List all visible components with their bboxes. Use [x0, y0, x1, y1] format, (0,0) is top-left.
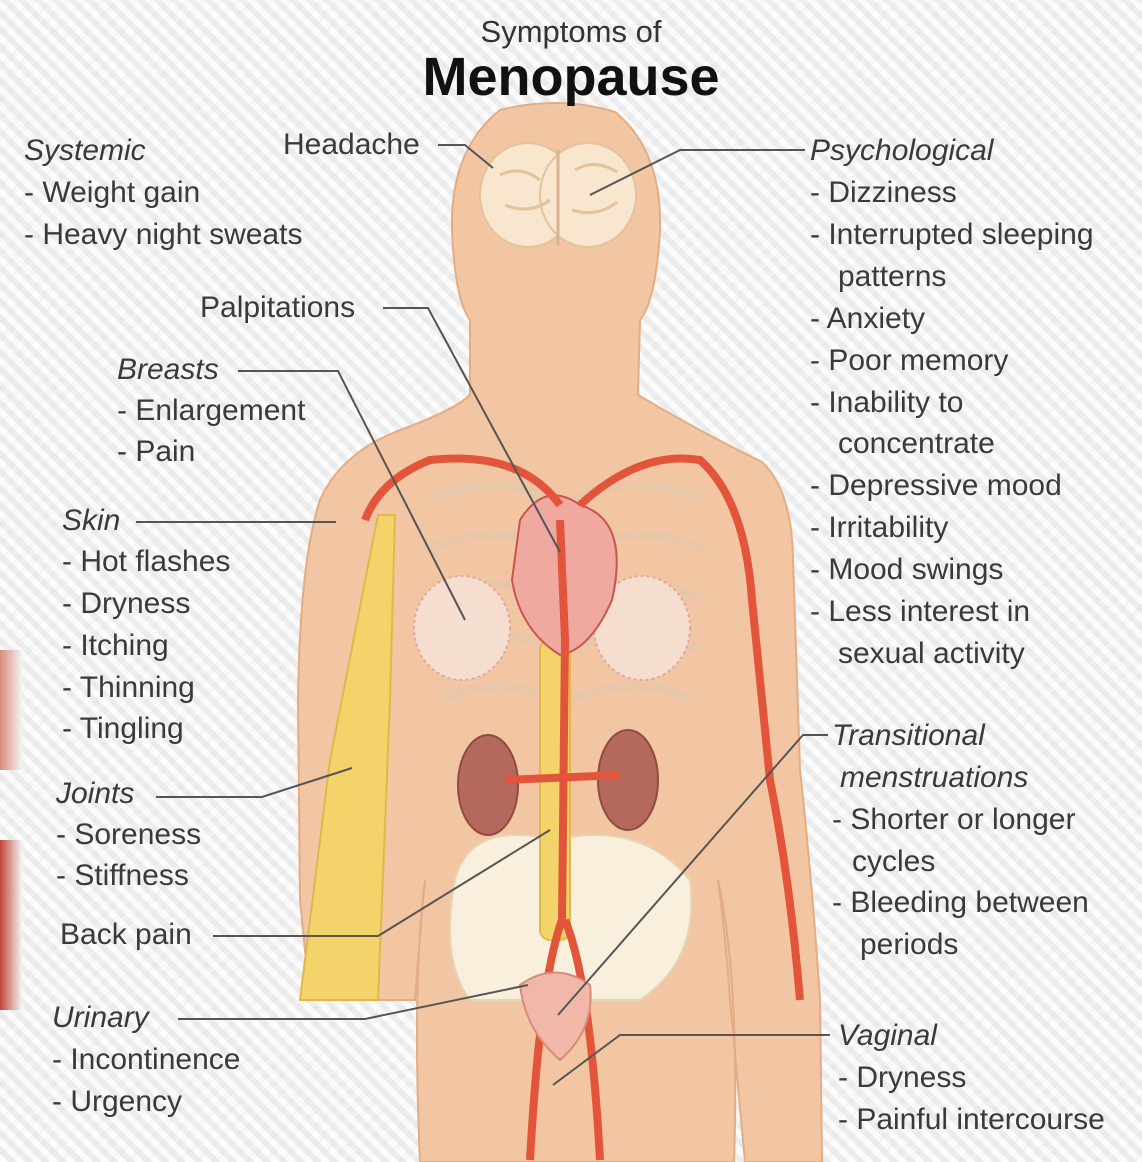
item-psychological: patterns — [838, 260, 946, 294]
brain — [480, 143, 636, 247]
item-psychological: - Inability to — [810, 386, 963, 420]
item-psychological: - Less interest in — [810, 595, 1030, 629]
item-psychological: - Irritability — [810, 511, 948, 545]
item-skin: - Tingling — [62, 712, 184, 746]
item-systemic: - Weight gain — [24, 176, 200, 210]
item-skin: - Hot flashes — [62, 545, 230, 579]
item-skin: - Dryness — [62, 587, 190, 621]
title-big: Menopause — [0, 48, 1142, 106]
item-joints: - Stiffness — [56, 859, 189, 893]
heading-vaginal: Vaginal — [838, 1019, 937, 1053]
label-back-pain: Back pain — [60, 918, 192, 952]
item-skin: - Thinning — [62, 671, 195, 705]
item-transitional: - Bleeding between — [832, 886, 1089, 920]
item-transitional: - Shorter or longer — [832, 803, 1075, 837]
item-psychological: - Poor memory — [810, 344, 1008, 378]
item-breasts: - Pain — [117, 435, 195, 469]
item-joints: - Soreness — [56, 818, 201, 852]
heading-systemic: Systemic — [24, 134, 146, 168]
item-psychological: - Interrupted sleeping — [810, 218, 1094, 252]
item-psychological: - Anxiety — [810, 302, 925, 336]
label-headache: Headache — [283, 128, 420, 162]
heading-urinary: Urinary — [52, 1001, 149, 1035]
item-urinary: - Urgency — [52, 1085, 182, 1119]
item-psychological: - Dizziness — [810, 176, 957, 210]
item-breasts: - Enlargement — [117, 394, 305, 428]
item-vaginal: - Painful intercourse — [838, 1103, 1105, 1137]
item-vaginal: - Dryness — [838, 1061, 966, 1095]
item-urinary: - Incontinence — [52, 1043, 240, 1077]
heading-joints: Joints — [56, 777, 134, 811]
heading-psychological: Psychological — [810, 134, 993, 168]
heading-transitional: Transitional — [832, 719, 985, 753]
item-psychological: - Mood swings — [810, 553, 1003, 587]
label-palpitations: Palpitations — [200, 291, 355, 325]
title-small: Symptoms of — [0, 14, 1142, 50]
heading-breasts: Breasts — [117, 353, 219, 387]
heading-menstruations: menstruations — [840, 761, 1028, 795]
item-systemic: - Heavy night sweats — [24, 218, 302, 252]
item-psychological: - Depressive mood — [810, 469, 1062, 503]
item-skin: - Itching — [62, 629, 169, 663]
item-psychological: concentrate — [838, 427, 995, 461]
item-psychological: sexual activity — [838, 637, 1025, 671]
item-transitional: periods — [860, 928, 958, 962]
item-transitional: cycles — [852, 845, 935, 879]
heading-skin: Skin — [62, 504, 120, 538]
